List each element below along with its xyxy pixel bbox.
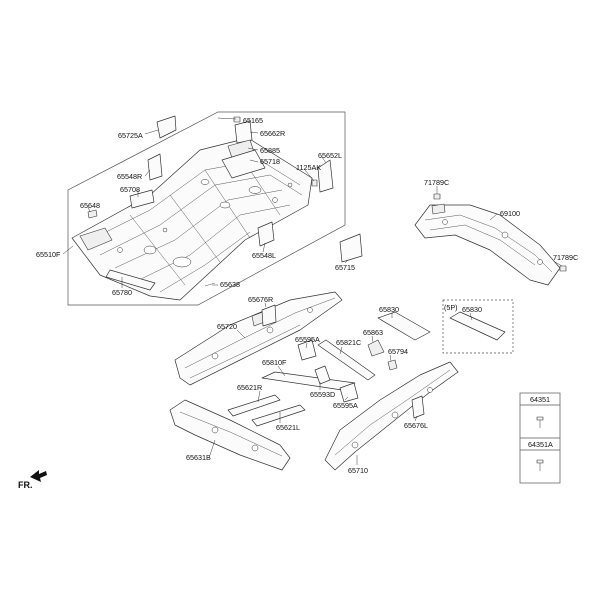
label-65720: 65720: [217, 322, 237, 331]
part-65595a-upper-shape: [297, 339, 317, 361]
bolt-64351a-icon: [536, 459, 544, 471]
label-65662r: 65662R: [260, 129, 285, 138]
label-65710: 65710: [348, 466, 368, 475]
part-65708-shape: [129, 189, 155, 209]
label-65830-a: 65830: [379, 305, 399, 314]
part-65780-shape: [105, 269, 156, 291]
label-65708: 65708: [120, 185, 140, 194]
label-69100: 69100: [500, 209, 520, 218]
part-65676l-shape: [411, 395, 425, 419]
fastener-table: [519, 392, 561, 484]
part-71789c-right-shape: [559, 265, 567, 272]
part-65810f-shape: [261, 371, 356, 391]
part-65830-shape: [377, 311, 431, 341]
label-65652l: 65652L: [318, 151, 342, 160]
front-direction-arrow: [30, 470, 47, 482]
label-65595a-lower: 65595A: [333, 401, 358, 410]
part-65725a-shape: [156, 115, 177, 139]
part-65548r-shape: [147, 153, 163, 181]
label-65830-b: 65830: [462, 305, 482, 314]
label-65510f: 65510F: [36, 250, 61, 259]
label-65885: 65885: [260, 146, 280, 155]
label-65863: 65863: [363, 328, 383, 337]
label-71789c-top: 71789C: [424, 178, 449, 187]
label-71789c-right: 71789C: [553, 253, 578, 262]
part-71789c-top-shape: [433, 193, 441, 200]
label-64351a: 64351A: [528, 440, 553, 449]
part-65830-5p-shape: [449, 311, 506, 341]
part-65863-shape: [367, 339, 385, 357]
label-65676r: 65676R: [248, 295, 273, 304]
side-member-65631b: [169, 399, 291, 471]
part-65821c-shape: [317, 339, 376, 381]
label-65676l: 65676L: [404, 421, 428, 430]
label-65165: 65165: [243, 116, 263, 125]
label-65718: 65718: [260, 157, 280, 166]
label-65631b: 65631B: [186, 453, 211, 462]
label-64351: 64351: [530, 395, 550, 404]
part-65648-shape: [87, 209, 98, 219]
leader-lines: [62, 117, 563, 465]
part-65718-shape: [221, 149, 266, 179]
part-65595a-lower-shape: [339, 382, 359, 403]
part-65676r-shape: [261, 304, 277, 327]
part-65715-shape: [339, 233, 363, 263]
label-1125ak: 1125AK: [296, 163, 321, 172]
rear-crossmember-69100: [414, 203, 561, 286]
part-65621l-shape: [251, 404, 306, 427]
part-65593d-shape: [314, 365, 331, 385]
bolt-64351-icon: [536, 416, 544, 428]
part-65794-shape: [387, 359, 398, 371]
label-65780: 65780: [112, 288, 132, 297]
part-65621r-shape: [227, 394, 281, 417]
floor-panel-group-frame: [67, 111, 346, 306]
label-65638: 65638: [220, 280, 240, 289]
label-65810f: 65810F: [262, 358, 287, 367]
part-65662r-shape: [234, 120, 253, 144]
label-65648: 65648: [80, 201, 100, 210]
label-5p: (5P): [444, 303, 458, 312]
part-5p-box: [442, 299, 514, 354]
label-65593d: 65593D: [310, 390, 335, 399]
part-65548l-shape: [257, 221, 275, 247]
label-65595a-upper: 65595A: [295, 335, 320, 344]
label-65794: 65794: [388, 347, 408, 356]
part-65638-shape: [204, 282, 216, 287]
direction-label: FR.: [18, 480, 33, 490]
label-65548l: 65548L: [252, 251, 276, 260]
part-65165-shape: [233, 116, 241, 123]
label-65821c: 65821C: [336, 338, 361, 347]
label-65621r: 65621R: [237, 383, 262, 392]
side-member-65710: [324, 361, 459, 471]
label-65715: 65715: [335, 263, 355, 272]
label-65621l: 65621L: [276, 423, 300, 432]
label-65725a: 65725A: [118, 131, 143, 140]
label-65548r: 65548R: [117, 172, 142, 181]
part-1125ak-shape: [311, 179, 318, 187]
